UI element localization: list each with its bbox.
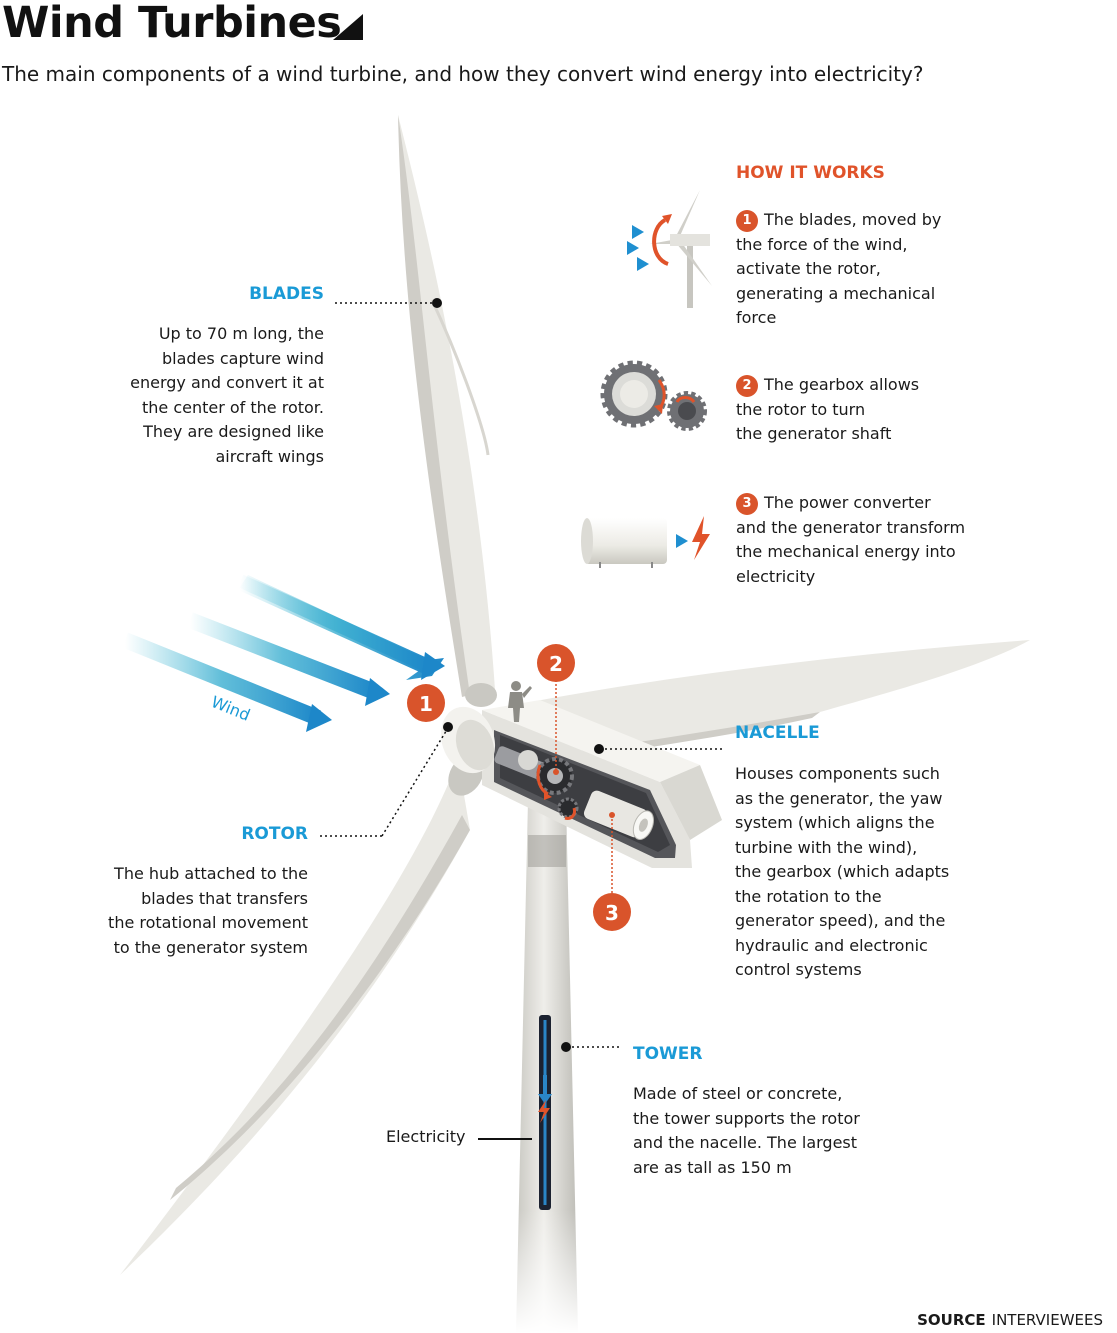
step-1: 1 The blades, moved by the force of the w…	[736, 208, 1106, 331]
person-silhouette-icon	[508, 681, 532, 722]
step-2-number: 2	[736, 375, 758, 397]
blades-line: energy and convert it at	[130, 373, 324, 392]
nacelle-line: hydraulic and electronic	[735, 935, 928, 955]
tower-line: are as tall as 150 m	[633, 1157, 792, 1177]
rotor-line: blades that transfers	[141, 888, 308, 908]
nacelle-line: the rotation to the	[735, 886, 882, 906]
step-2: 2 The gearbox allows the rotor to turn th…	[736, 373, 1106, 447]
step-2-line: The gearbox allows	[764, 375, 920, 394]
marker-1	[407, 684, 445, 722]
step-1-number: 1	[736, 210, 758, 232]
nacelle-heading: NACELLE	[735, 723, 820, 743]
triangle-icon	[333, 14, 363, 40]
rotor-line: The hub attached to the	[114, 864, 308, 883]
step-1-line: The blades, moved by	[764, 210, 942, 229]
step-3-line: The power converter	[764, 493, 931, 512]
marker-3-label: 3	[605, 901, 619, 925]
blades-line: aircraft wings	[215, 446, 324, 466]
marker-2-label: 2	[549, 652, 563, 676]
blade-upper	[398, 115, 497, 707]
rotor-description: The hub attached to the blades that tran…	[40, 862, 308, 960]
step-3-number: 3	[736, 493, 758, 515]
page-title: Wind Turbines	[2, 0, 342, 48]
step-3-line: and the generator transform	[736, 517, 966, 537]
nacelle	[482, 700, 722, 868]
rotor-line: to the generator system	[113, 937, 308, 957]
blades-line: blades capture wind	[162, 348, 324, 368]
rotor-hub	[440, 706, 496, 774]
marker-1-label: 1	[419, 692, 433, 716]
nacelle-line: the gearbox (which adapts	[735, 862, 950, 881]
wind-arrows	[122, 574, 445, 732]
step-3-line: electricity	[736, 566, 816, 586]
marker-2	[537, 644, 575, 682]
nacelle-line: control systems	[735, 960, 862, 979]
nacelle-description: Houses components such as the generator,…	[735, 762, 1065, 983]
gears-icon	[600, 360, 707, 431]
source-credit: SOURCE INTERVIEWEES	[917, 1311, 1103, 1329]
electricity-label: Electricity	[386, 1127, 466, 1146]
tower	[478, 800, 620, 1333]
leader-lines	[320, 302, 725, 837]
step-1-line: generating a mechanical	[736, 283, 936, 303]
rotor-heading: ROTOR	[241, 824, 308, 844]
step-1-line: the force of the wind,	[736, 234, 908, 254]
nacelle-line: system (which aligns the	[735, 813, 935, 832]
step-2-line: the rotor to turn	[736, 399, 866, 419]
tower-line: and the nacelle. The largest	[633, 1133, 858, 1152]
step-3-line: the mechanical energy into	[736, 542, 956, 561]
source-label: SOURCE	[917, 1311, 986, 1329]
blades-line: Up to 70 m long, the	[158, 324, 324, 343]
nacelle-line: turbine with the wind),	[735, 837, 918, 857]
step-2-line: the generator shaft	[736, 424, 892, 443]
rotor-line: the rotational movement	[108, 913, 308, 932]
electricity-bolt-icon	[538, 1100, 550, 1123]
turbine-wind-icon	[585, 190, 712, 308]
blades-line: the center of the rotor.	[141, 397, 324, 417]
blades-line: They are designed like	[143, 422, 324, 441]
step-1-line: activate the rotor,	[736, 259, 881, 278]
step-3: 3 The power converter and the generator t…	[736, 491, 1106, 589]
page-subtitle: The main components of a wind turbine, a…	[2, 62, 924, 86]
tower-line: the tower supports the rotor	[633, 1108, 860, 1128]
source-value: INTERVIEWEES	[991, 1311, 1103, 1329]
tower-line: Made of steel or concrete,	[633, 1084, 843, 1103]
nacelle-line: generator speed), and the	[735, 911, 946, 930]
marker-3	[593, 893, 631, 931]
nacelle-line: Houses components such	[735, 764, 940, 783]
step-1-line: force	[736, 308, 777, 327]
nacelle-line: as the generator, the yaw	[735, 788, 943, 808]
generator-icon	[581, 516, 710, 568]
blades-heading: BLADES	[249, 284, 324, 304]
how-it-works-heading: HOW IT WORKS	[736, 163, 885, 183]
blades-description: Up to 70 m long, the blades capture wind…	[60, 322, 324, 469]
tower-heading: TOWER	[633, 1044, 703, 1064]
tower-description: Made of steel or concrete, the tower sup…	[633, 1082, 973, 1180]
